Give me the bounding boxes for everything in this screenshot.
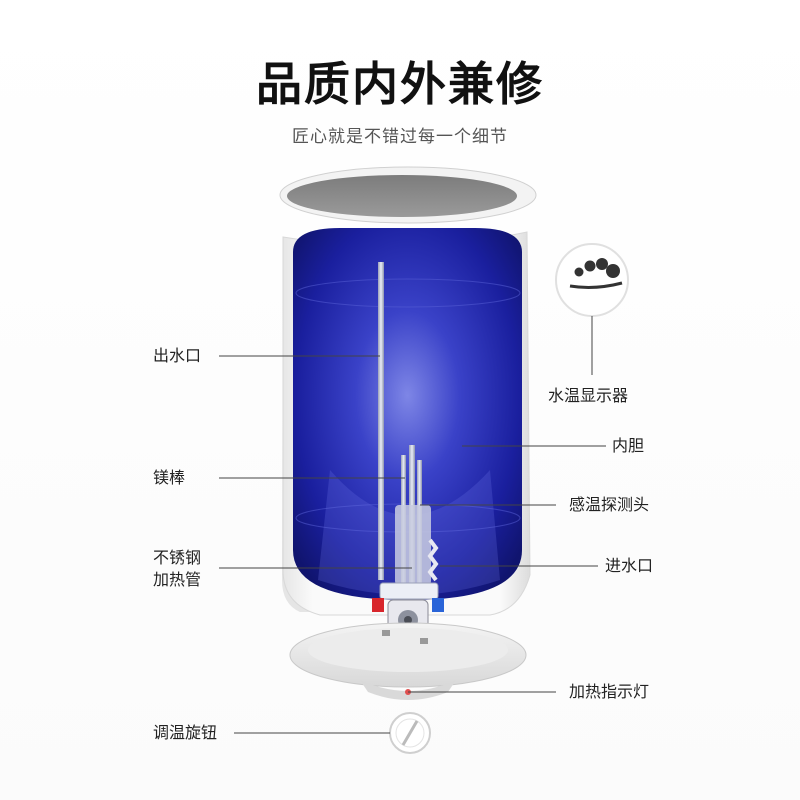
base-plate (289, 622, 527, 700)
label-temp-display: 水温显示器 (548, 386, 629, 405)
leader-lines (219, 316, 606, 734)
label-heating-tube-line1: 不锈钢 (153, 548, 202, 567)
label-magnesium-rod: 镁棒 (153, 468, 186, 487)
label-inner-tank: 内胆 (612, 436, 645, 455)
label-outlet: 出水口 (153, 346, 202, 365)
label-temp-probe: 感温探测头 (569, 495, 650, 514)
label-inlet: 进水口 (605, 556, 654, 575)
temp-knob (389, 712, 431, 754)
outlet-pipe (378, 262, 384, 580)
temp-display (555, 243, 629, 317)
page-title: 品质内外兼修 (256, 57, 544, 111)
page-subtitle: 匠心就是不错过每一个细节 (292, 127, 508, 147)
label-heating-tube-line2: 加热管 (153, 570, 202, 589)
label-heating-light: 加热指示灯 (569, 682, 650, 701)
top-lid (279, 166, 537, 224)
label-temp-knob: 调温旋钮 (153, 723, 218, 742)
